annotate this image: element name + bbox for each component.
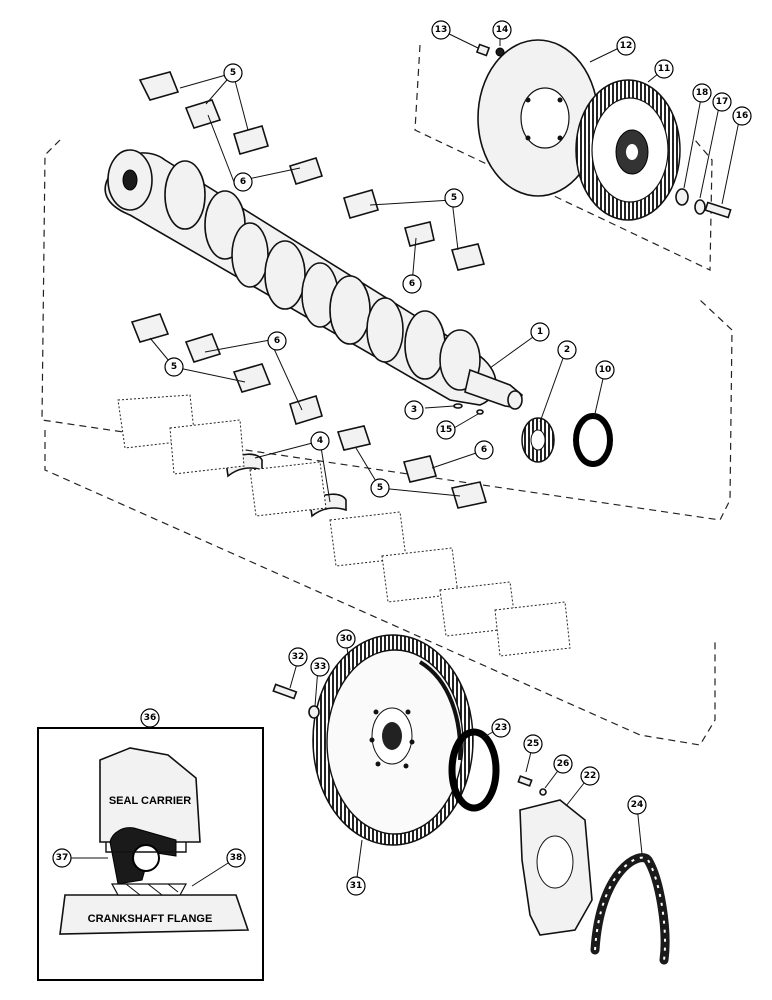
svg-text:33: 33 bbox=[314, 662, 327, 672]
svg-text:32: 32 bbox=[292, 652, 305, 662]
seal-carrier-label: SEAL CARRIER bbox=[109, 795, 191, 807]
callout-33: 33 bbox=[310, 657, 330, 677]
svg-text:22: 22 bbox=[584, 771, 597, 781]
rear-oil-seal bbox=[448, 728, 500, 812]
callout-12: 12 bbox=[616, 36, 636, 56]
flywheel-bolt bbox=[272, 683, 320, 719]
flywheel-group-outline bbox=[44, 430, 716, 746]
callout-5-lower-left: 5 bbox=[164, 357, 184, 377]
callout-5-top: 5 bbox=[223, 63, 243, 83]
callout-13: 13 bbox=[431, 20, 451, 40]
svg-text:5: 5 bbox=[171, 362, 177, 372]
callout-36: 36 bbox=[140, 708, 160, 728]
svg-text:38: 38 bbox=[230, 853, 243, 863]
rope-seal bbox=[590, 853, 670, 965]
callout-32: 32 bbox=[288, 647, 308, 667]
callout-4: 4 bbox=[310, 431, 330, 451]
callout-15: 15 bbox=[436, 420, 456, 440]
callout-2: 2 bbox=[557, 340, 577, 360]
rear-dowel bbox=[517, 775, 533, 787]
svg-text:31: 31 bbox=[350, 881, 363, 891]
callout-25: 25 bbox=[523, 734, 543, 754]
flywheel bbox=[312, 634, 474, 846]
svg-text:14: 14 bbox=[496, 25, 509, 35]
callout-14: 14 bbox=[492, 20, 512, 40]
pulley-bolt bbox=[475, 43, 505, 57]
main-bearing-caps bbox=[117, 394, 571, 657]
callout-38: 38 bbox=[226, 848, 246, 868]
callout-26: 26 bbox=[553, 754, 573, 774]
crankshaft-gear bbox=[521, 417, 555, 463]
callout-3: 3 bbox=[404, 400, 424, 420]
svg-text:25: 25 bbox=[527, 739, 540, 749]
svg-text:36: 36 bbox=[144, 713, 157, 723]
dowel-pin bbox=[476, 409, 484, 415]
callout-37: 37 bbox=[52, 848, 72, 868]
woodruff-key bbox=[453, 403, 463, 409]
bearing-shells-upper bbox=[138, 71, 486, 271]
svg-text:30: 30 bbox=[340, 634, 353, 644]
svg-text:24: 24 bbox=[631, 800, 644, 810]
svg-text:18: 18 bbox=[696, 88, 709, 98]
crankshaft-flange-label: CRANKSHAFT FLANGE bbox=[88, 913, 213, 925]
callout-6-mid: 6 bbox=[402, 274, 422, 294]
callout-24: 24 bbox=[627, 795, 647, 815]
callout-16: 16 bbox=[732, 106, 752, 126]
callout-6-lower: 6 bbox=[474, 440, 494, 460]
svg-text:3: 3 bbox=[411, 405, 417, 415]
svg-text:23: 23 bbox=[495, 723, 508, 733]
svg-text:5: 5 bbox=[377, 483, 383, 493]
svg-text:11: 11 bbox=[658, 64, 671, 74]
callout-10: 10 bbox=[595, 360, 615, 380]
svg-text:6: 6 bbox=[409, 279, 415, 289]
pulley-group-outline bbox=[414, 44, 713, 271]
svg-text:17: 17 bbox=[716, 97, 729, 107]
svg-text:5: 5 bbox=[451, 193, 457, 203]
callout-5-mid: 5 bbox=[444, 188, 464, 208]
callout-30: 30 bbox=[336, 629, 356, 649]
rear-dowel-washer bbox=[539, 788, 547, 796]
damper-bolt-washers bbox=[675, 188, 732, 219]
crankshaft bbox=[104, 149, 523, 410]
rear-seal-retainer bbox=[519, 799, 593, 936]
callout-17: 17 bbox=[712, 92, 732, 112]
callout-5-lower: 5 bbox=[370, 478, 390, 498]
svg-text:26: 26 bbox=[557, 759, 570, 769]
svg-text:13: 13 bbox=[435, 25, 448, 35]
callout-23: 23 bbox=[491, 718, 511, 738]
svg-text:6: 6 bbox=[481, 445, 487, 455]
svg-text:15: 15 bbox=[440, 425, 453, 435]
callout-6-lower-left: 6 bbox=[267, 331, 287, 351]
seal-detail-inset bbox=[37, 727, 264, 981]
callout-22: 22 bbox=[580, 766, 600, 786]
svg-text:5: 5 bbox=[230, 68, 236, 78]
svg-text:6: 6 bbox=[240, 177, 246, 187]
svg-text:2: 2 bbox=[564, 345, 570, 355]
svg-text:10: 10 bbox=[599, 365, 612, 375]
svg-text:37: 37 bbox=[56, 853, 69, 863]
svg-text:6: 6 bbox=[274, 336, 280, 346]
callout-1: 1 bbox=[530, 322, 550, 342]
svg-text:1: 1 bbox=[537, 327, 543, 337]
callout-6-top: 6 bbox=[233, 172, 253, 192]
callout-18: 18 bbox=[692, 83, 712, 103]
callout-11: 11 bbox=[654, 59, 674, 79]
svg-text:16: 16 bbox=[736, 111, 749, 121]
vibration-damper bbox=[575, 79, 681, 221]
svg-text:12: 12 bbox=[620, 41, 633, 51]
svg-text:4: 4 bbox=[317, 436, 323, 446]
front-oil-seal bbox=[573, 413, 613, 467]
callout-31: 31 bbox=[346, 876, 366, 896]
